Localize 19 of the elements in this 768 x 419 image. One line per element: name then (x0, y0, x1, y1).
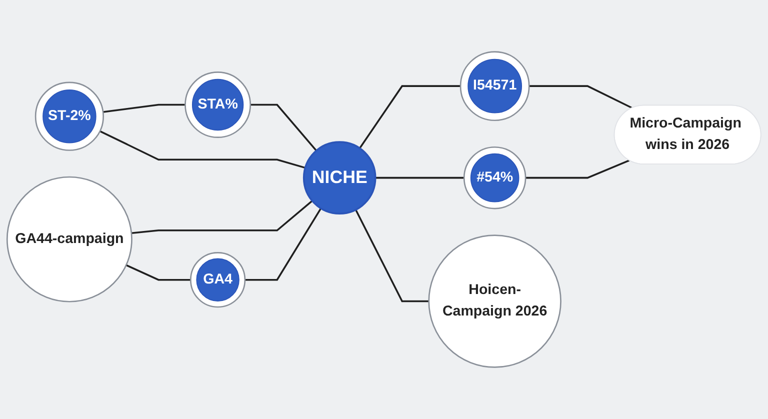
node-circle: I54571 (460, 51, 530, 122)
connector (526, 160, 630, 179)
connector (529, 85, 633, 109)
node-circle: Hoicen-Campaign 2026 (428, 234, 562, 368)
connector (100, 130, 306, 169)
connector (126, 264, 191, 281)
node-circle: GA4 (190, 252, 246, 308)
connector (102, 104, 186, 113)
node-circle: NICHE (302, 141, 376, 214)
node-circle: ST-2% (34, 82, 104, 151)
node-circle: GA44-campaign (6, 176, 132, 302)
node-circle: #54% (463, 146, 526, 210)
connector (250, 104, 318, 152)
connector (359, 85, 461, 149)
connector (244, 208, 322, 281)
connector (131, 200, 313, 234)
connector (354, 209, 429, 302)
node-circle: STA% (184, 72, 252, 138)
connector (375, 176, 464, 179)
